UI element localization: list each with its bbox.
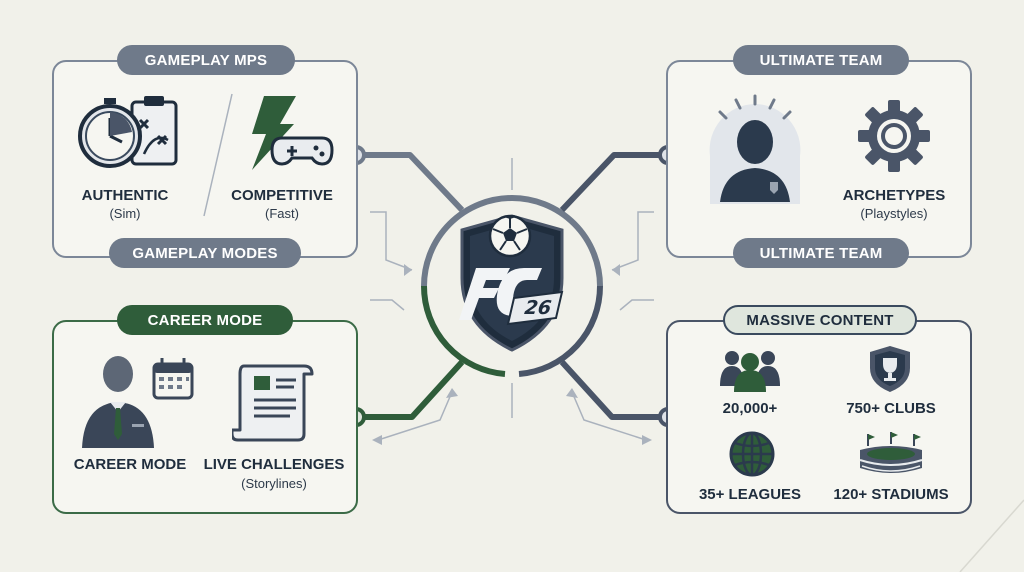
panel-massive-content — [666, 320, 972, 514]
item-career-mode-label: CAREER MODE — [73, 456, 187, 473]
ring-arc-bottom-right — [518, 285, 604, 377]
item-live-challenges-label: LIVE CHALLENGES — [203, 456, 345, 473]
players-group-icon — [720, 351, 780, 392]
lightning-controller-icon — [252, 96, 334, 170]
globe-icon — [729, 431, 775, 477]
gear-icon — [858, 100, 930, 172]
player-silhouette-icon — [709, 94, 801, 204]
item-archetypes-sub: (Playstyles) — [860, 206, 928, 221]
fc26-logo — [459, 214, 564, 352]
panel-ultimate-team-footer: ULTIMATE TEAM — [733, 238, 909, 268]
ring-arc-top — [421, 195, 603, 287]
stat-players-label: 20,000+ — [722, 400, 778, 417]
ring-arc-bottom-left — [420, 285, 506, 377]
item-archetypes-label: ARCHETYPES — [842, 187, 946, 204]
panel-ultimate-team-header: ULTIMATE TEAM — [733, 45, 909, 75]
item-authentic-label: AUTHENTIC — [81, 187, 169, 204]
panel-gameplay-footer: GAMEPLAY MODES — [109, 238, 301, 268]
panel-career-mode-header: CAREER MODE — [117, 305, 293, 335]
connector-bottom-left — [356, 359, 465, 420]
soccer-ball-icon — [488, 214, 532, 258]
manager-calendar-icon — [82, 356, 194, 448]
stat-clubs-label: 750+ CLUBS — [846, 400, 936, 417]
panel-gameplay-header: GAMEPLAY MPS — [117, 45, 295, 75]
stopwatch-tactics-icon — [78, 96, 178, 168]
item-competitive-sub: (Fast) — [265, 206, 299, 221]
stadium-icon — [859, 432, 923, 473]
stat-leagues-label: 35+ LEAGUES — [698, 486, 802, 503]
shield-trophy-icon — [870, 346, 910, 392]
logo-number: 26 — [523, 297, 553, 319]
item-live-challenges-sub: (Storylines) — [241, 476, 307, 491]
connector-top-left — [356, 152, 465, 213]
panel-massive-content-header: MASSIVE CONTENT — [723, 305, 917, 335]
divider-slash — [203, 93, 233, 217]
item-authentic-sub: (Sim) — [109, 206, 141, 221]
item-competitive-label: COMPETITIVE — [231, 187, 333, 204]
stat-stadiums-label: 120+ STADIUMS — [833, 486, 949, 503]
connector-top-right — [559, 152, 668, 213]
connector-bottom-right — [559, 359, 668, 420]
scroll-document-icon — [232, 364, 314, 442]
logo-number-badge — [506, 290, 564, 326]
